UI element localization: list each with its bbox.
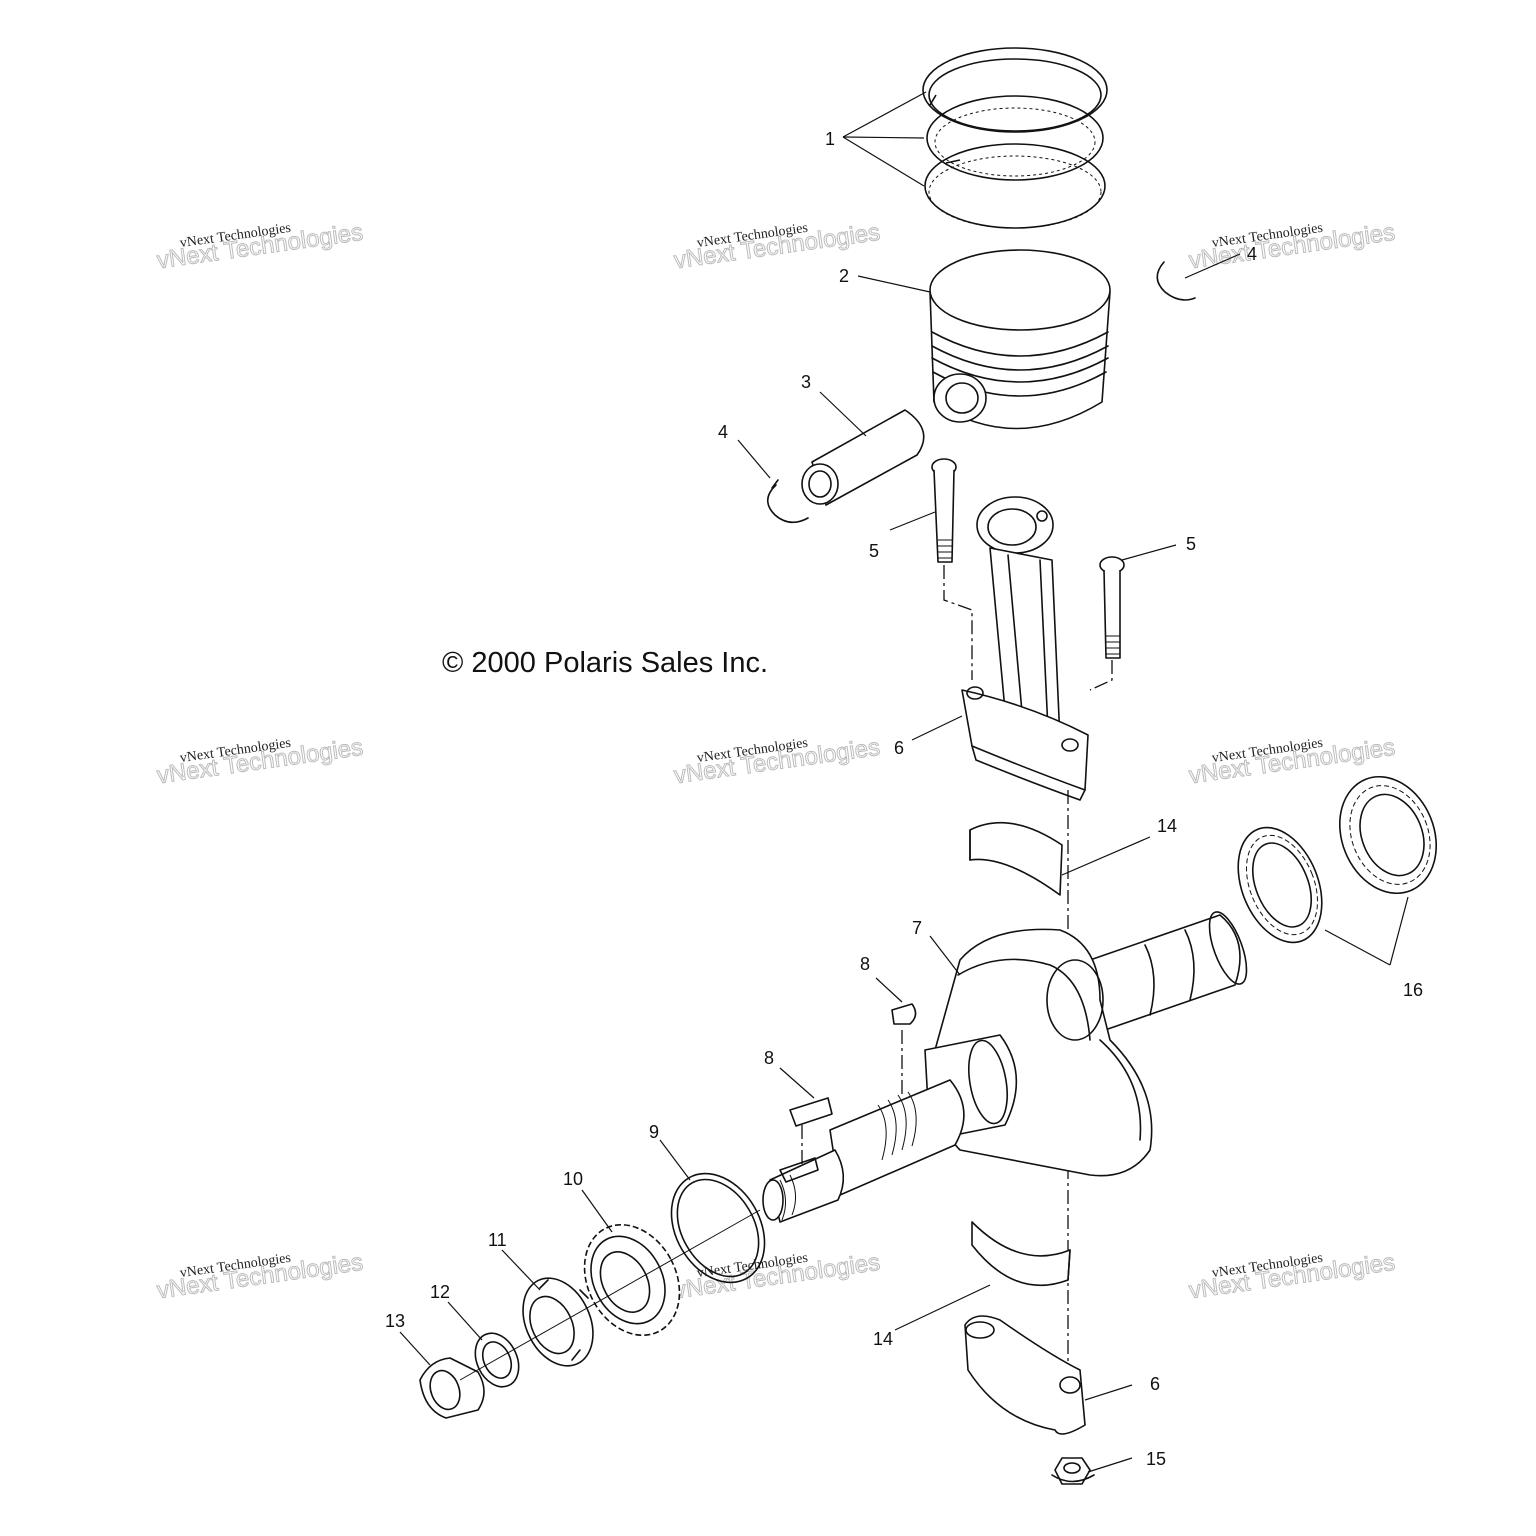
callout-6b: 6 bbox=[1150, 1374, 1160, 1394]
watermark-group: vNext Technologies vNext Technologies vN… bbox=[155, 218, 1397, 1305]
leader-7 bbox=[929, 935, 961, 976]
leader-6a bbox=[911, 715, 963, 741]
leader-11 bbox=[501, 1249, 541, 1291]
watermark: vNext Technologies vNext Technologies bbox=[155, 1248, 365, 1305]
shaft-centerline bbox=[459, 1209, 761, 1381]
watermark: vNext Technologies vNext Technologies bbox=[672, 218, 882, 275]
main-bearing-outer bbox=[1338, 775, 1438, 895]
watermark: vNext Technologies vNext Technologies bbox=[155, 733, 365, 790]
callout-9: 9 bbox=[649, 1122, 659, 1142]
watermark: vNext Technologies vNext Technologies bbox=[672, 733, 882, 790]
leader-10 bbox=[581, 1189, 613, 1233]
callout-5a: 5 bbox=[869, 541, 879, 561]
leader-5b bbox=[1121, 544, 1177, 561]
callout-8a: 8 bbox=[860, 954, 870, 974]
woodruff-key-lower bbox=[789, 1097, 833, 1127]
callout-2: 2 bbox=[839, 266, 849, 286]
leader-8b bbox=[779, 1067, 815, 1099]
leader-6b bbox=[1084, 1384, 1133, 1401]
leader-5a bbox=[889, 511, 936, 531]
alignment-line bbox=[943, 565, 973, 680]
circlip-left bbox=[766, 484, 809, 524]
leader-3 bbox=[819, 391, 867, 437]
callout-1: 1 bbox=[825, 129, 835, 149]
washer bbox=[474, 1332, 520, 1388]
leader-9 bbox=[659, 1139, 691, 1181]
leader-4a bbox=[737, 439, 771, 479]
watermark: vNext Technologies vNext Technologies bbox=[1187, 1248, 1397, 1305]
callout-3: 3 bbox=[801, 372, 811, 392]
callout-4a: 4 bbox=[718, 422, 728, 442]
callout-16: 16 bbox=[1403, 980, 1423, 1000]
callout-10: 10 bbox=[563, 1169, 583, 1189]
circlip-right bbox=[1156, 261, 1196, 301]
callout-15: 15 bbox=[1146, 1449, 1166, 1469]
leader-13 bbox=[399, 1331, 431, 1366]
callout-11: 11 bbox=[488, 1230, 507, 1250]
callout-13: 13 bbox=[385, 1311, 405, 1331]
drive-gear bbox=[583, 1223, 681, 1337]
flange-nut bbox=[1051, 1457, 1095, 1485]
piston bbox=[929, 249, 1111, 430]
leader-1 bbox=[842, 91, 927, 187]
callout-5b: 5 bbox=[1186, 534, 1196, 554]
piston-rings bbox=[922, 47, 1108, 229]
leader-15 bbox=[1087, 1457, 1133, 1473]
leader-14b bbox=[894, 1284, 991, 1331]
callout-12: 12 bbox=[430, 1282, 450, 1302]
callout-7: 7 bbox=[912, 918, 922, 938]
connecting-rod bbox=[961, 496, 1089, 801]
rod-bearing-upper bbox=[969, 821, 1063, 896]
leader-12 bbox=[447, 1301, 483, 1341]
wrist-pin bbox=[801, 409, 925, 506]
callout-14a: 14 bbox=[1157, 816, 1177, 836]
main-bearing-inner bbox=[1237, 826, 1323, 944]
watermark: vNext Technologies vNext Technologies bbox=[1187, 218, 1397, 275]
callout-6a: 6 bbox=[894, 738, 904, 758]
rod-bolt-left bbox=[931, 458, 957, 563]
leader-14a bbox=[1061, 836, 1151, 876]
crankshaft bbox=[762, 911, 1248, 1223]
rod-bolt-right bbox=[1099, 556, 1125, 659]
watermark: vNext Technologies vNext Technologies bbox=[155, 218, 365, 275]
alignment-line bbox=[1089, 660, 1113, 691]
leader-8a bbox=[875, 977, 903, 1003]
callout-8b: 8 bbox=[764, 1048, 774, 1068]
callout-4b: 4 bbox=[1247, 244, 1257, 264]
callout-14b: 14 bbox=[873, 1329, 893, 1349]
leader-2 bbox=[857, 275, 931, 293]
copyright-notice: © 2000 Polaris Sales Inc. bbox=[442, 647, 768, 679]
leader-16 bbox=[1324, 896, 1409, 966]
rod-cap bbox=[964, 1315, 1086, 1435]
rod-bearing-lower bbox=[971, 1221, 1071, 1287]
crank-nut bbox=[419, 1357, 485, 1419]
woodruff-key-upper bbox=[891, 1003, 917, 1025]
leader-4b bbox=[1184, 253, 1241, 279]
